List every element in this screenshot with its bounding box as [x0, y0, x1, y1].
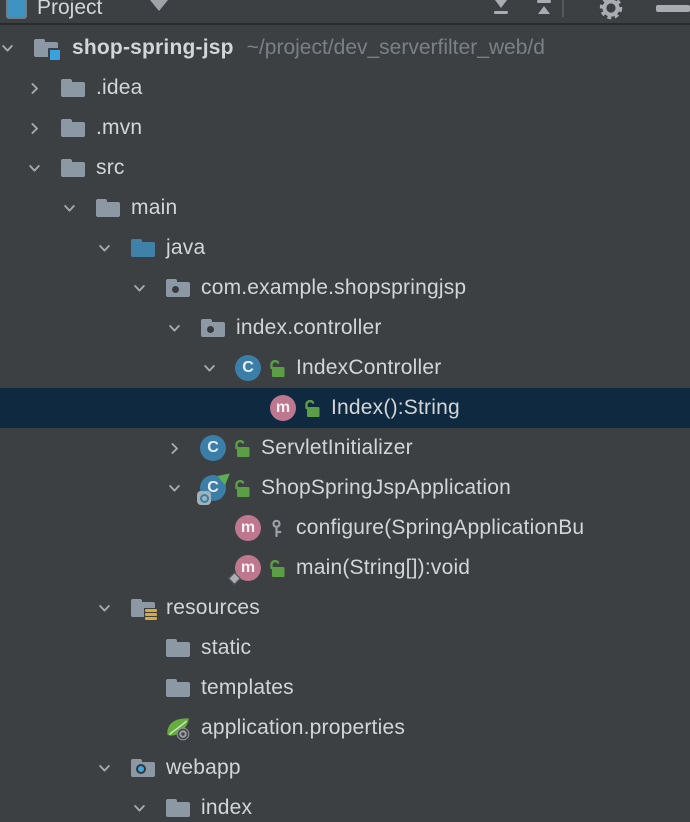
tree-row[interactable]: com.example.shopspringjsp [0, 268, 690, 308]
chevron-down-icon[interactable] [148, 0, 170, 17]
folder-icon [60, 115, 86, 141]
static-method-icon: m [228, 555, 261, 585]
package-icon [165, 275, 191, 301]
project-path-annotation: ~/project/dev_serverfilter_web/d [246, 36, 545, 59]
tree-item-label: .idea [96, 76, 143, 99]
public-modifier-icon [235, 439, 250, 457]
tree-row[interactable]: index [0, 788, 690, 822]
tree-item-label: static [201, 636, 252, 659]
tree-item-label: src [96, 156, 125, 179]
project-toolbar: Project [0, 0, 690, 25]
chevron-expanded-icon[interactable] [167, 321, 182, 336]
tree-item-label: .mvn [96, 116, 143, 139]
tree-item-label: shop-spring-jsp [72, 36, 234, 59]
tree-item-label: index [201, 796, 253, 819]
spring-config-file-icon [165, 715, 191, 741]
folder-icon [95, 195, 121, 221]
tree-row[interactable]: m configure(SpringApplicationBu [0, 508, 690, 548]
chevron-expanded-icon[interactable] [62, 201, 77, 216]
tree-row[interactable]: src [0, 148, 690, 188]
public-modifier-icon [270, 359, 285, 377]
toolbar-separator [562, 0, 564, 17]
tree-row[interactable]: .mvn [0, 108, 690, 148]
toolbar-title[interactable]: Project [37, 0, 103, 19]
chevron-expanded-icon[interactable] [97, 761, 112, 776]
public-modifier-icon [305, 399, 320, 417]
tree-row-selected[interactable]: m Index():String [0, 388, 690, 428]
tree-item-label: IndexController [296, 356, 442, 379]
folder-icon [60, 155, 86, 181]
tree-row[interactable]: C ServletInitializer [0, 428, 690, 468]
tree-item-label: ServletInitializer [261, 436, 413, 459]
tree-row[interactable]: resources [0, 588, 690, 628]
tree-item-label: index.controller [236, 316, 382, 339]
tree-item-label: resources [166, 596, 261, 619]
project-tool-window-icon [6, 0, 27, 19]
tree-row[interactable]: .idea [0, 68, 690, 108]
tree-row[interactable]: webapp [0, 748, 690, 788]
method-icon: m [270, 395, 296, 421]
tree-item-label: main [131, 196, 178, 219]
tree-item-label: ShopSpringJspApplication [261, 476, 511, 499]
tree-row[interactable]: C IndexController [0, 348, 690, 388]
spring-boot-badge-icon [197, 491, 211, 505]
tree-item-label: application.properties [201, 716, 406, 739]
chevron-collapsed-icon[interactable] [27, 81, 42, 96]
tree-item-label: main(String[]):void [296, 556, 471, 579]
tree-row[interactable]: main [0, 188, 690, 228]
tree-row[interactable]: m main(String[]):void [0, 548, 690, 588]
tree-row[interactable]: shop-spring-jsp ~/project/dev_serverfilt… [0, 28, 690, 68]
chevron-expanded-icon[interactable] [0, 41, 15, 56]
chevron-expanded-icon[interactable] [97, 241, 112, 256]
web-folder-icon [130, 755, 156, 781]
project-folder-icon [33, 35, 60, 61]
tree-row[interactable]: templates [0, 668, 690, 708]
tree-item-label: configure(SpringApplicationBu [296, 516, 585, 539]
chevron-expanded-icon[interactable] [167, 481, 182, 496]
folder-icon [165, 675, 191, 701]
tree-item-label: webapp [166, 756, 241, 779]
runnable-class-icon: C [197, 468, 234, 505]
hide-tool-window-button[interactable] [656, 4, 690, 12]
package-icon [200, 315, 226, 341]
public-modifier-icon [235, 479, 250, 497]
class-icon: C [235, 355, 261, 381]
collapse-all-button[interactable] [531, 0, 557, 21]
chevron-expanded-icon[interactable] [132, 281, 147, 296]
sources-root-folder-icon [130, 235, 156, 261]
tree-row[interactable]: application.properties [0, 708, 690, 748]
chevron-expanded-icon[interactable] [132, 801, 147, 816]
tree-item-label: Index():String [331, 396, 460, 419]
tree-row[interactable]: C ShopSpringJspApplication [0, 468, 690, 508]
method-icon: m [235, 515, 261, 541]
tree-item-label: com.example.shopspringjsp [201, 276, 467, 299]
class-icon: C [200, 435, 226, 461]
project-tree: shop-spring-jsp ~/project/dev_serverfilt… [0, 25, 690, 822]
chevron-expanded-icon[interactable] [27, 161, 42, 176]
chevron-expanded-icon[interactable] [202, 361, 217, 376]
chevron-expanded-icon[interactable] [97, 601, 112, 616]
public-modifier-icon [270, 559, 285, 577]
tree-item-label: java [166, 236, 206, 259]
folder-icon [165, 795, 191, 821]
tree-row[interactable]: static [0, 628, 690, 668]
tree-row[interactable]: java [0, 228, 690, 268]
settings-gear-button[interactable] [598, 0, 624, 21]
folder-icon [165, 635, 191, 661]
expand-all-button[interactable] [488, 0, 514, 21]
chevron-collapsed-icon[interactable] [27, 121, 42, 136]
tree-row[interactable]: index.controller [0, 308, 690, 348]
folder-icon [60, 75, 86, 101]
resources-root-folder-icon [130, 595, 158, 621]
protected-modifier-icon [272, 519, 282, 537]
chevron-collapsed-icon[interactable] [167, 441, 182, 456]
tree-item-label: templates [201, 676, 294, 699]
